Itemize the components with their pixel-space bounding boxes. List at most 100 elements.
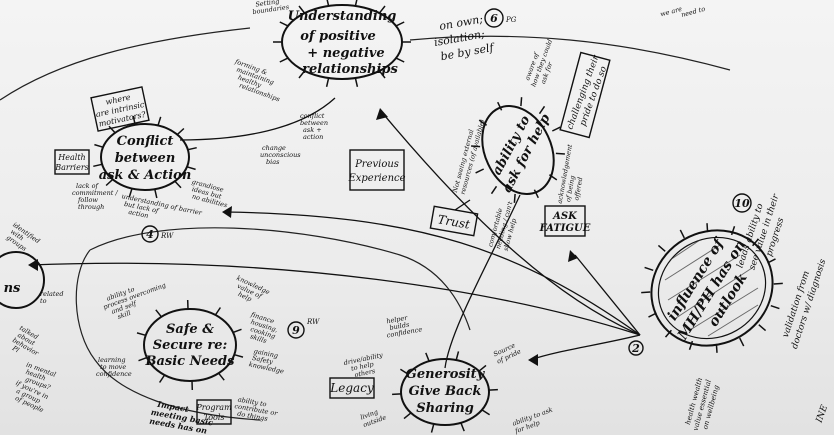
note-change-3: bias xyxy=(266,158,280,166)
left-cutoff-node xyxy=(0,251,45,309)
badge-2-num: 2 xyxy=(631,342,640,355)
note-learning-1: learning xyxy=(98,356,126,364)
link-relationships-conflict xyxy=(179,97,336,141)
node-spike xyxy=(767,258,776,264)
previous-line-2: Experience xyxy=(347,173,405,184)
node-spikes xyxy=(93,0,783,433)
generosity-line-2: Give Back xyxy=(409,384,482,399)
link-influence-relationships xyxy=(379,109,641,336)
paper-fold-top xyxy=(409,35,731,71)
node-spike xyxy=(395,21,405,27)
node-spike xyxy=(155,309,162,318)
node-spike xyxy=(218,372,225,381)
health-line-2: Barriers xyxy=(54,163,89,172)
note-ack-3: offered xyxy=(572,177,584,202)
node-spike xyxy=(298,5,306,14)
node-spike xyxy=(648,312,657,318)
badge-6 xyxy=(484,8,504,28)
arrowhead-1 xyxy=(222,206,232,218)
program-line-1: Program xyxy=(195,403,232,412)
node-spike xyxy=(488,388,498,391)
node-spike xyxy=(94,143,104,148)
trust-box xyxy=(429,205,479,237)
arrowhead-2 xyxy=(28,259,38,271)
note-conflict-1: conflict xyxy=(300,112,325,120)
node-spike xyxy=(186,166,196,171)
node-spike xyxy=(158,374,166,383)
paper-edge-top-left xyxy=(0,27,251,101)
node-spike xyxy=(758,324,767,332)
node-spike xyxy=(403,412,412,420)
badge-6-suffix: PG xyxy=(505,16,517,24)
node-spike xyxy=(325,77,330,87)
program-tools-box xyxy=(196,399,232,425)
node-spike xyxy=(354,0,358,7)
node-spike xyxy=(392,393,402,396)
fatigue-line-2: FATIGUE xyxy=(539,223,591,234)
node-spike xyxy=(475,168,485,174)
badge-9-suffix: RW xyxy=(306,318,320,326)
note-right-bottom: INE xyxy=(814,403,830,425)
badge-4-num: 4 xyxy=(146,228,154,241)
note-left-related-1: related xyxy=(40,290,64,298)
ability-help-node xyxy=(481,105,555,195)
node-spike xyxy=(93,163,103,168)
conflict-line-2: between xyxy=(115,151,176,166)
node-spike xyxy=(154,189,158,199)
generosity-node xyxy=(400,358,490,426)
node-spike xyxy=(430,423,435,433)
note-change-2: unconscious xyxy=(260,151,301,159)
node-spike xyxy=(715,343,718,353)
link-influence-help xyxy=(574,254,641,336)
link-help-trust xyxy=(454,199,471,211)
safe-secure-node xyxy=(143,308,237,382)
node-spike xyxy=(555,152,565,155)
node-spike xyxy=(105,178,114,187)
node-spike xyxy=(770,304,780,310)
node-spike xyxy=(688,340,694,350)
node-spike xyxy=(548,174,558,181)
safe-line-2: Secure re: xyxy=(153,338,228,353)
node-spike xyxy=(176,127,185,136)
note-lack-1: lack of xyxy=(76,182,100,190)
link-help-generosity xyxy=(444,194,521,369)
node-spike xyxy=(460,422,465,432)
badge-4 xyxy=(141,225,159,243)
node-spike xyxy=(378,5,386,14)
node-spike xyxy=(136,332,146,337)
node-spike xyxy=(279,21,289,27)
relationships-line-1: Understanding xyxy=(288,9,397,24)
health-line-1: Health xyxy=(57,153,85,162)
node-spike xyxy=(232,328,242,334)
conflict-line-3: ask & Action xyxy=(99,168,192,183)
note-setting-1: Setting xyxy=(255,0,280,9)
badge-10 xyxy=(732,193,752,213)
note-conflict-4: action xyxy=(303,133,323,141)
relationships-line-4: relationships xyxy=(302,62,398,77)
generosity-line-3: Sharing xyxy=(416,401,474,416)
note-lack-2: commitment / xyxy=(72,189,118,197)
node-spike xyxy=(108,125,116,134)
note-change-1: change xyxy=(262,144,286,152)
lower-region-outline xyxy=(89,227,471,331)
badge-9-num: 9 xyxy=(292,324,300,337)
arrowhead-4 xyxy=(568,250,578,262)
arrowhead-5 xyxy=(528,354,538,366)
node-spike xyxy=(773,282,783,285)
node-spike xyxy=(533,189,539,199)
badge-10-num: 10 xyxy=(734,197,750,210)
generosity-line-1: Generosity xyxy=(406,367,486,382)
node-spike xyxy=(538,105,546,115)
safe-line-3: Basic Needs xyxy=(145,354,236,369)
link-influence-conflict xyxy=(224,211,641,336)
node-spike xyxy=(551,126,561,132)
pride-box xyxy=(559,51,611,139)
note-conflict-3: ask + xyxy=(303,126,322,134)
relationships-line-2: of positive xyxy=(300,29,376,44)
node-spike xyxy=(478,119,488,126)
node-spike xyxy=(157,116,162,126)
previous-line-1: Previous xyxy=(354,159,399,170)
badge-2 xyxy=(628,340,644,356)
